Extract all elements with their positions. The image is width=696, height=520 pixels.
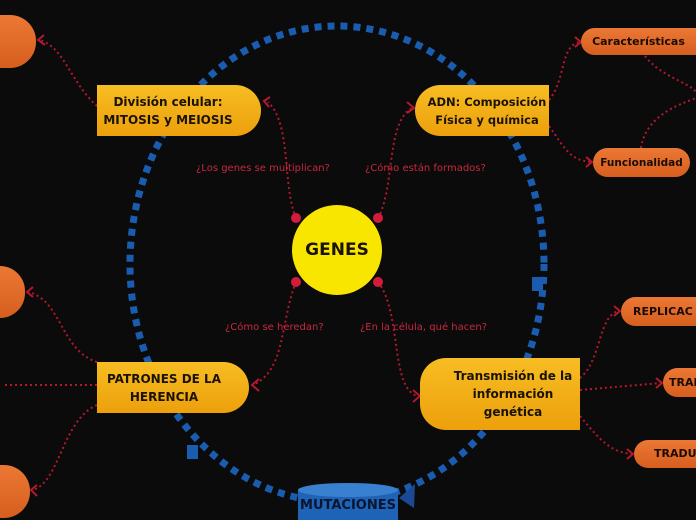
question-cell: ¿En la célula, qué hacen? [360,322,488,333]
connector-patrones-left-top [27,291,98,363]
node-division-line-1: División celular: [113,94,223,109]
ring-marker-right [532,277,543,291]
node-traduccion-label: TRADU [654,447,696,460]
ring-marker-left [187,445,198,459]
connector-genes-patrones [252,281,297,386]
node-funcionalidad[interactable]: Funcionalidad [593,148,690,177]
anchor-dot-top-left [291,213,301,223]
blue-dotted-ring [126,22,548,506]
anchor-dot-bottom-right [373,277,383,287]
connector-transmision-transcripcion [579,382,662,391]
connector-transmision-replicacion [579,310,620,379]
mutaciones-cylinder[interactable] [298,483,398,520]
central-node-genes[interactable]: GENES [292,205,382,295]
node-transcripcion-label: TRAN [669,375,696,389]
node-transmision-line-3: genética [483,405,543,419]
node-transmision-informacion[interactable]: Transmisión de la información genética [420,358,580,430]
node-caracteristicas[interactable]: Características [581,28,696,55]
node-transmision-line-2: información [472,387,554,401]
connector-genes-division [267,101,297,219]
arrowhead-division [262,96,271,108]
anchor-dot-top-right [373,213,383,223]
connector-division-left [38,39,98,107]
question-formed: ¿Cómo están formados? [365,163,486,174]
connector-transmision-traduccion [579,415,633,455]
node-adn-line-2: Física y química [435,112,539,127]
arrowhead-patrones [250,378,260,392]
connector-adn-caracteristicas [548,41,581,101]
connector-patrones-left-bottom [32,404,98,491]
arrowhead-division-left [36,34,46,46]
connector-funcionalidad-right [640,97,696,149]
node-patrones-line-1: PATRONES DE LA [106,371,221,386]
node-transmision-line-1: Transmisión de la [453,369,573,383]
arrowhead-funcionalidad [585,156,594,168]
node-adn-composicion[interactable]: ADN: Composición Física y química [415,85,549,136]
arrowhead-transcripcion [655,377,664,389]
central-node-label: GENES [305,240,369,260]
arrowhead-patrones-bottom [29,484,38,497]
node-transcripcion[interactable]: TRAN [663,368,696,397]
node-division-celular[interactable]: División celular: MITOSIS y MEIOSIS [97,85,261,136]
node-replicacion-label: REPLICAC [633,304,693,318]
question-multiply: ¿Los genes se multiplican? [196,163,330,174]
ring-arrowhead [399,484,415,508]
node-adn-line-1: ADN: Composición [427,94,547,109]
node-replicacion[interactable]: REPLICAC [621,297,696,326]
connector-genes-transmision [377,281,419,397]
node-traduccion[interactable]: TRADU [634,440,696,468]
connector-adn-funcionalidad [548,125,592,163]
node-patrones-line-2: HERENCIA [129,389,199,404]
arrowhead-transmision [412,389,422,403]
arrowhead-adn [406,101,416,114]
arrowhead-patrones-top [25,286,34,298]
arrowhead-replicacion [613,305,622,317]
connector-caracteristicas-right [644,55,696,93]
node-mutaciones-label: MUTACIONES [300,497,396,513]
node-division-line-2: MITOSIS y MEIOSIS [103,112,233,127]
node-patrones-herencia[interactable]: PATRONES DE LA HERENCIA [97,362,249,413]
arrowhead-traduccion [626,448,635,460]
node-funcionalidad-label: Funcionalidad [600,156,683,169]
question-inherited: ¿Cómo se heredan? [225,322,324,333]
anchor-dot-bottom-left [291,277,301,287]
node-caracteristicas-label: Características [592,34,685,48]
